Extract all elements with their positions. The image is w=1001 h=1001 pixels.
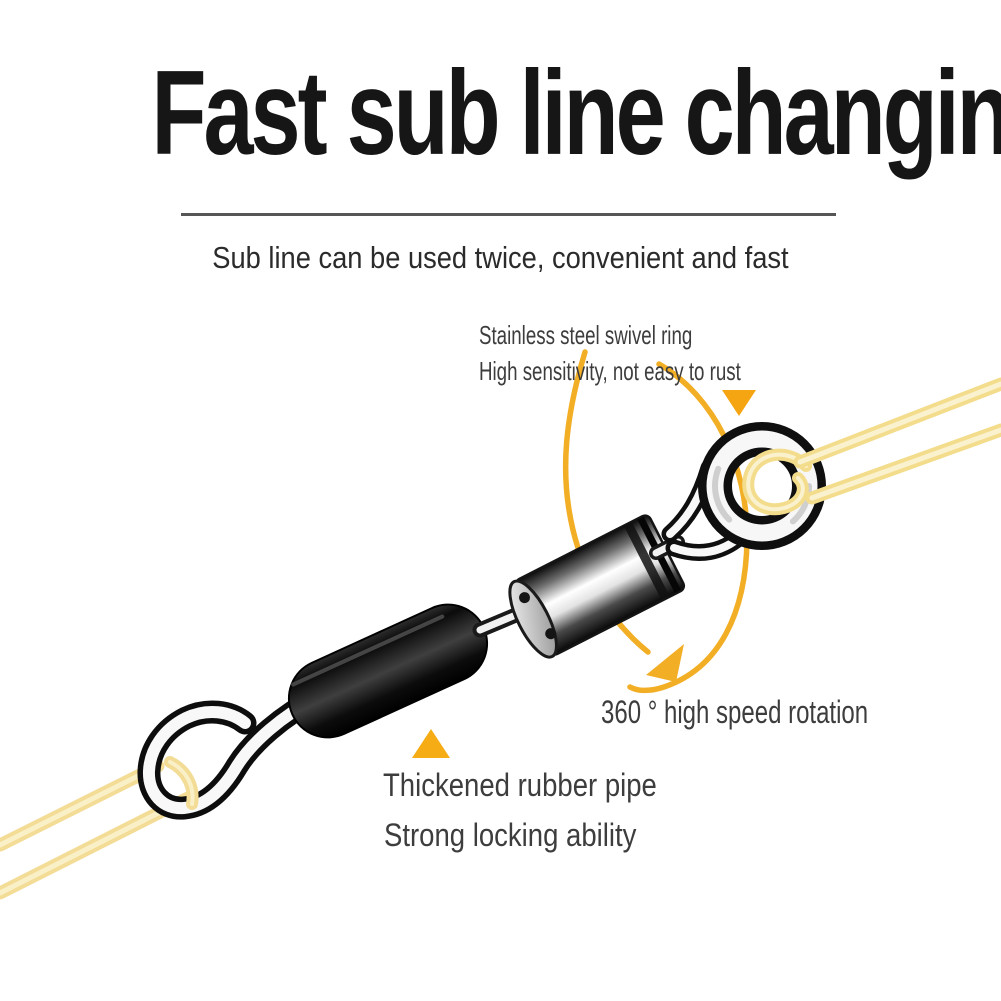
fishing-line-upper [742,377,1001,516]
fishing-line [0,759,195,900]
pointer-down-triangle-icon [722,390,756,416]
snap-hook [137,685,330,820]
page-subtitle: Sub line can be used twice, convenient a… [0,239,1001,276]
title-divider [181,213,836,216]
page-title-text: Fast sub line changing [151,46,1001,180]
swivel-ring [661,422,826,561]
callout-swivel-ring-line2: High sensitivity, not easy to rust [479,356,741,386]
callout-rubber-pipe-line2: Strong locking ability [384,817,637,853]
rubber-pipe [287,603,489,739]
page-title: Fast sub line changing [0,53,1001,173]
fishing-line-hook-loop [164,756,199,810]
swivel-barrel [508,514,686,659]
pointer-up-triangle-icon [412,729,450,758]
page-subtitle-text: Sub line can be used twice, convenient a… [212,240,789,275]
callout-rotation: 360 ° high speed rotation [601,694,869,730]
callout-swivel-ring-line1: Stainless steel swivel ring [479,320,693,350]
callout-rubber-pipe-line1: Thickened rubber pipe [383,767,657,803]
